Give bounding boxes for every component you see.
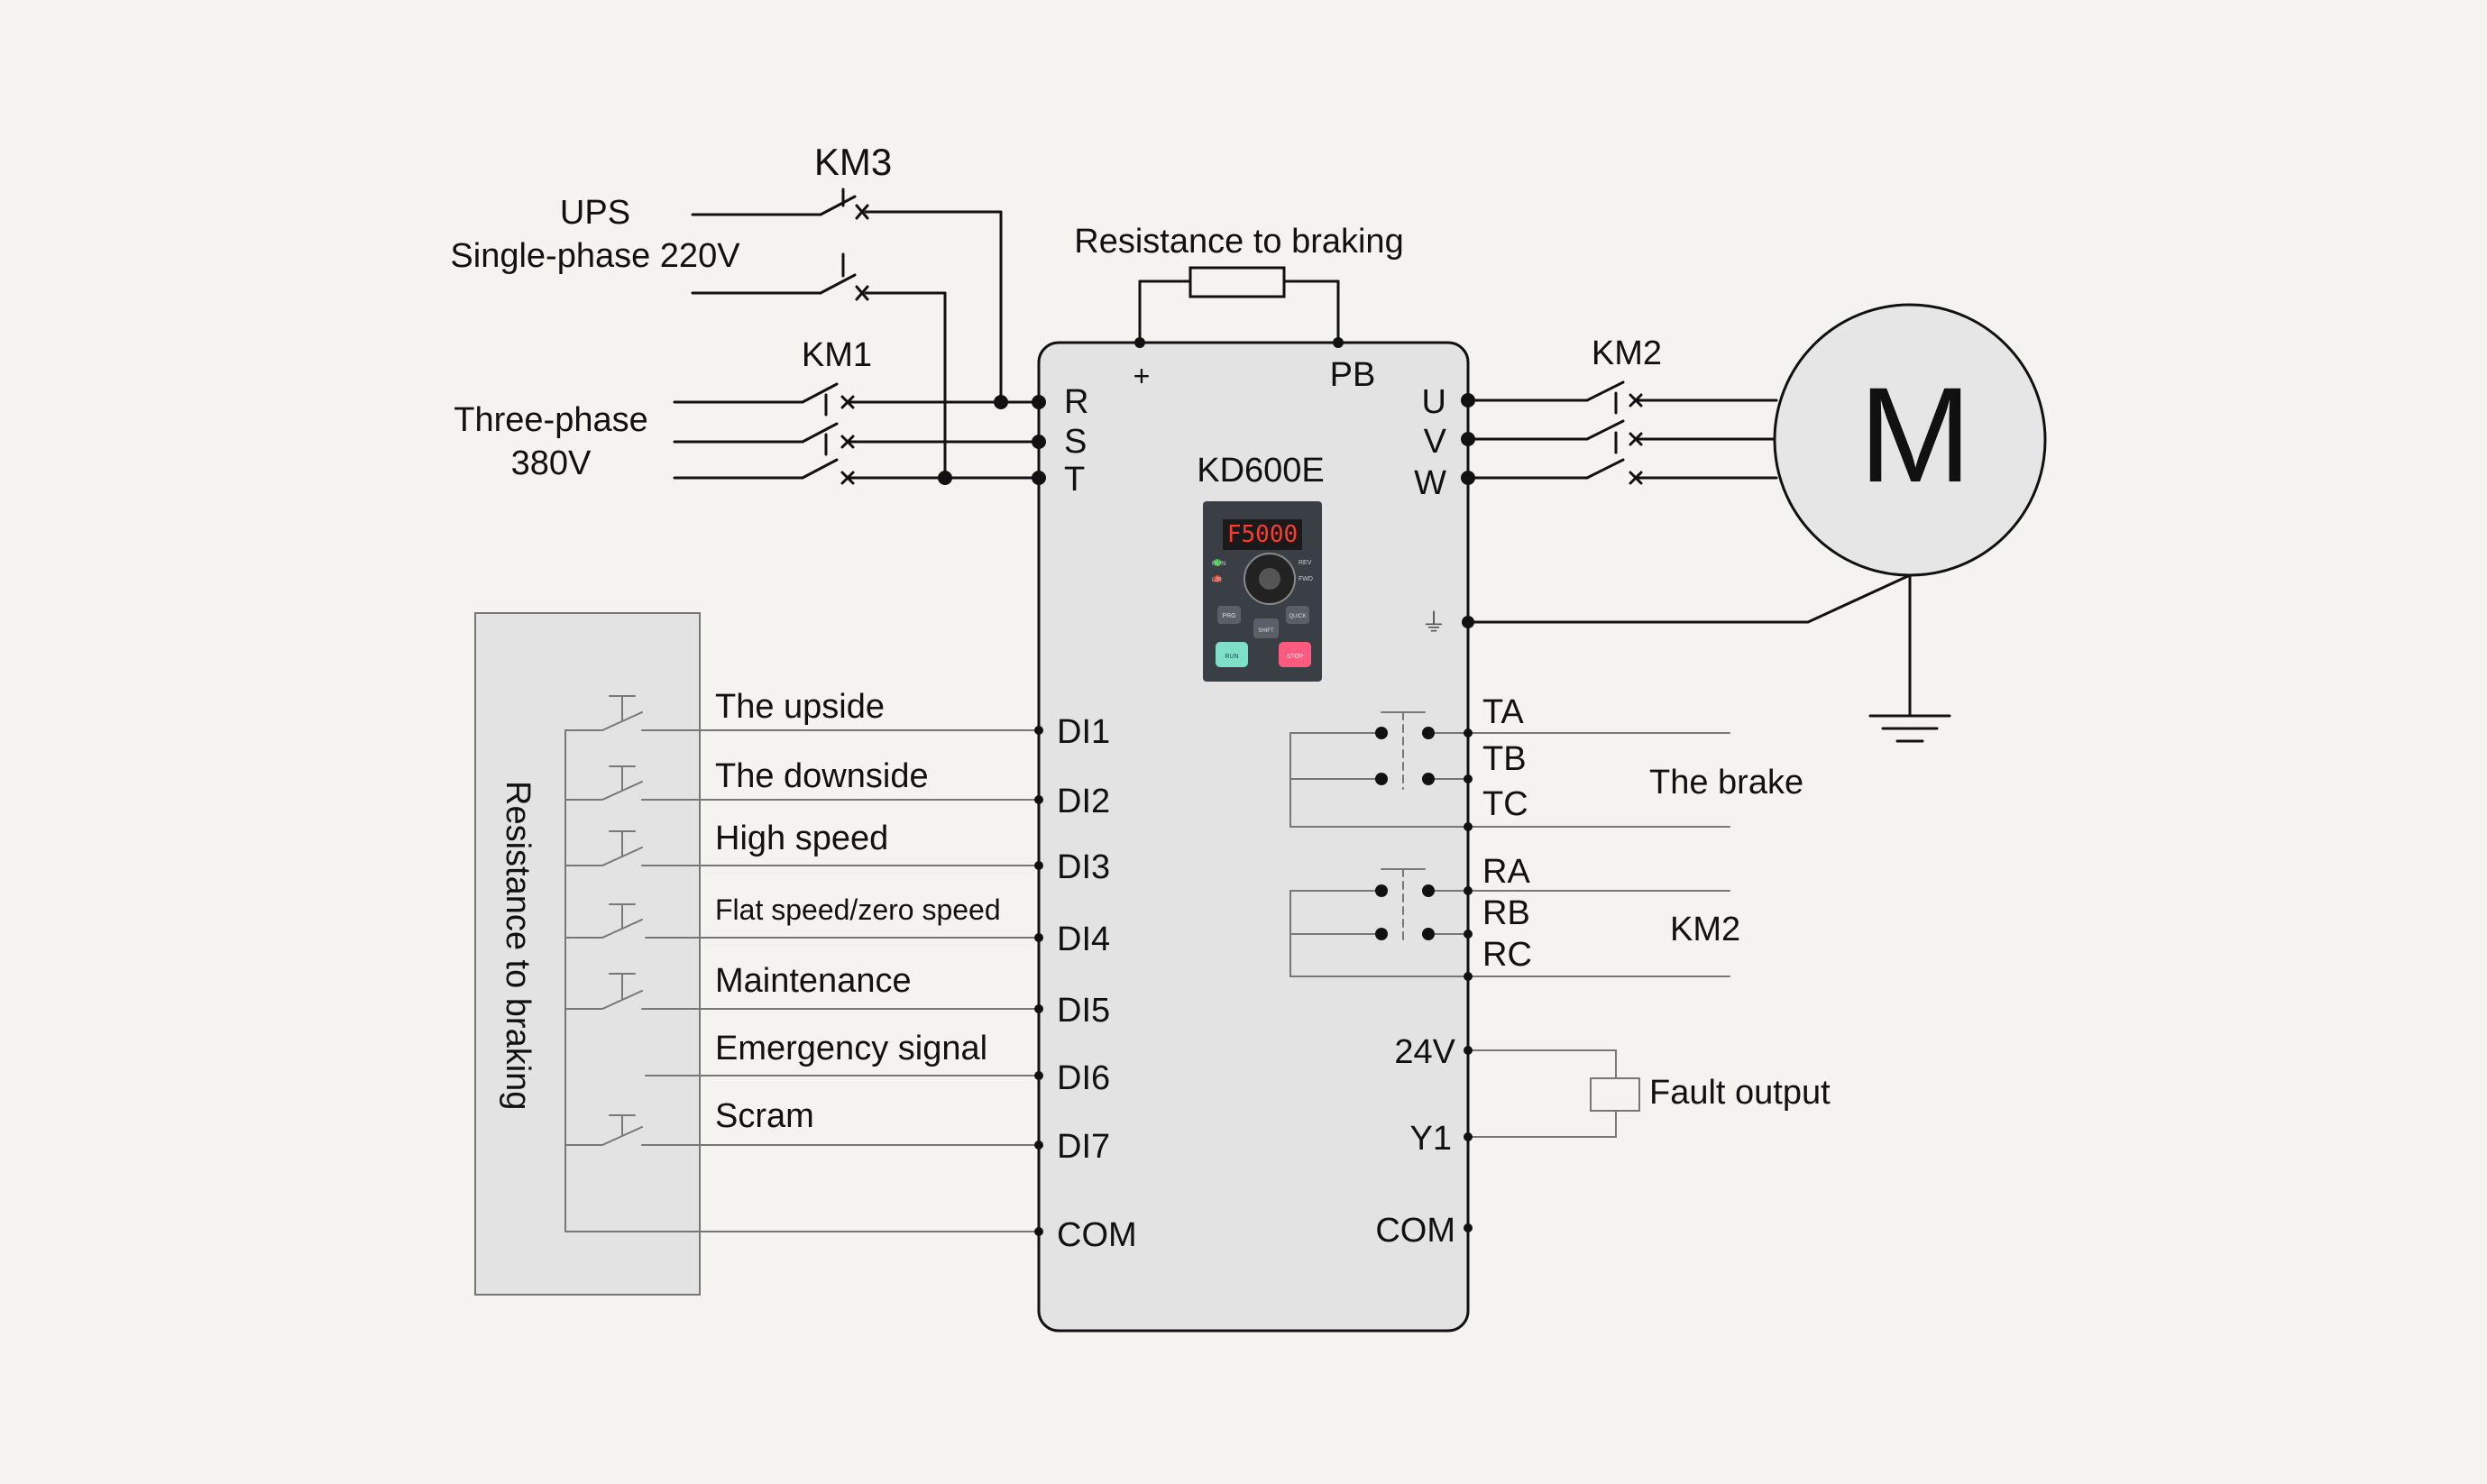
di1-signal-label: The upside: [715, 688, 885, 726]
km2-output-label: KM2: [1592, 334, 1662, 372]
di4-signal-label: Flat speed/zero speed: [715, 893, 1001, 926]
ups-label: UPS: [560, 194, 630, 232]
single-phase-label: Single-phase 220V: [450, 237, 740, 275]
keypad-quick-key-label: QUICK: [1289, 614, 1306, 619]
motor-label: M: [1859, 359, 1972, 510]
braking-resistor: [1138, 266, 1340, 344]
plus-terminal-label: +: [1133, 360, 1151, 392]
keypad-fwd-led-label: FWD: [1299, 576, 1313, 582]
control-panel-label: Resistance to braking: [499, 781, 537, 1110]
pb-terminal-label: PB: [1330, 356, 1376, 394]
fault-output-coil: [1467, 1049, 1640, 1138]
keypad-run-led-label: RUN: [1212, 561, 1225, 567]
control-switch-panel: [474, 612, 701, 1296]
terminal-di1: DI1: [1057, 713, 1110, 751]
terminal-w: W: [1414, 464, 1446, 502]
km3-contactor: [691, 188, 1003, 478]
km1-contactor: [673, 382, 1041, 485]
ground-connection: [1466, 573, 1951, 743]
keypad-display: F5000: [1227, 521, 1298, 548]
di5-signal-label: Maintenance: [715, 962, 912, 1000]
inverter-keypad: F5000 RUN L/R REV FWD PRG QUICK SHIFT RU…: [1203, 501, 1322, 682]
control-switches: [564, 695, 1040, 1232]
terminal-s: S: [1064, 423, 1087, 461]
relay-ra-rb-rc: [1289, 868, 1730, 977]
terminal-di6: DI6: [1057, 1059, 1110, 1097]
di2-signal-label: The downside: [715, 757, 929, 795]
di6-signal-label: Emergency signal: [715, 1030, 987, 1067]
keypad-stop-key-label: STOP: [1287, 654, 1304, 660]
km2-contactor: [1466, 380, 1778, 485]
terminal-24v: 24V: [1394, 1033, 1455, 1071]
terminal-di4: DI4: [1057, 921, 1110, 958]
inverter-model-label: KD600E: [1197, 452, 1325, 490]
terminal-com-right: COM: [1375, 1212, 1455, 1250]
three-phase-label: Three-phase: [454, 401, 647, 439]
terminal-di5: DI5: [1057, 992, 1110, 1030]
ground-icon: ⏚: [1421, 609, 1446, 637]
terminal-di3: DI3: [1057, 848, 1110, 886]
fault-output-label: Fault output: [1649, 1074, 1831, 1112]
terminal-di2: DI2: [1057, 783, 1110, 820]
keypad-prg-key-label: PRG: [1222, 613, 1235, 619]
junction-dots: [938, 337, 1475, 1236]
braking-resistor-label: Resistance to braking: [1074, 223, 1403, 261]
relay-ta-tb-tc: [1289, 711, 1730, 828]
terminal-v: V: [1424, 423, 1447, 461]
terminal-ta: TA: [1482, 693, 1524, 731]
keypad-shift-key-label: SHIFT: [1258, 628, 1274, 634]
terminal-tc: TC: [1482, 785, 1528, 823]
terminal-y1: Y1: [1410, 1120, 1452, 1158]
keypad-run-key[interactable]: [1216, 642, 1248, 667]
terminal-di7: DI7: [1057, 1128, 1110, 1166]
keypad-prg-key[interactable]: [1217, 606, 1241, 624]
terminal-ra: RA: [1482, 853, 1530, 891]
inverter-body: [1037, 341, 1470, 1333]
keypad-local-led-label: L/R: [1212, 577, 1222, 583]
three-phase-voltage-label: 380V: [511, 444, 592, 482]
keypad-stop-key[interactable]: [1279, 642, 1311, 667]
km1-label: KM1: [802, 336, 872, 374]
terminal-rc: RC: [1482, 936, 1532, 974]
terminal-tb: TB: [1482, 740, 1527, 778]
km2-relay-label: KM2: [1670, 911, 1740, 948]
terminal-u: U: [1422, 383, 1446, 421]
keypad-rev-led-label: REV: [1299, 560, 1312, 566]
keypad-run-key-label: RUN: [1225, 654, 1238, 660]
terminal-t: T: [1064, 461, 1085, 499]
terminal-com-left: COM: [1057, 1216, 1137, 1254]
keypad-quick-key[interactable]: [1286, 606, 1309, 624]
brake-label: The brake: [1649, 764, 1803, 802]
di7-signal-label: Scram: [715, 1097, 814, 1135]
km3-label: KM3: [814, 141, 892, 183]
di3-signal-label: High speed: [715, 820, 888, 857]
terminal-rb: RB: [1482, 894, 1530, 932]
keypad-shift-key[interactable]: [1253, 618, 1279, 638]
terminal-r: R: [1064, 383, 1088, 421]
